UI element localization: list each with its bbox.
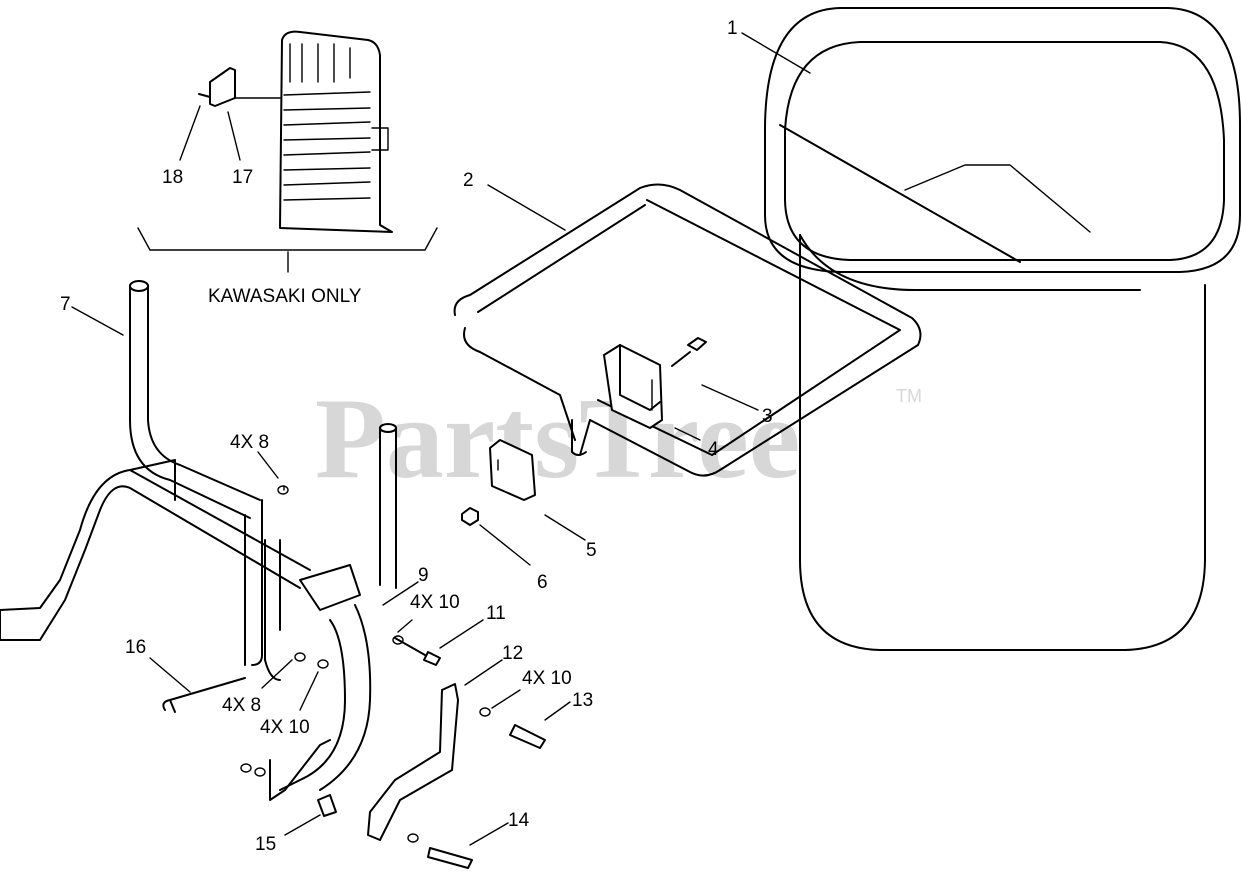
inset-kawasaki-guard (137, 30, 438, 273)
callout-11: 11 (486, 603, 506, 624)
watermark-trademark: TM (896, 386, 922, 406)
callout-8-bottom: 4X 8 (222, 695, 261, 716)
part-1-hopper (764, 7, 1241, 651)
part-6-nut (461, 507, 479, 526)
callout-4: 4 (708, 439, 719, 460)
callout-10-b: 4X 10 (522, 668, 572, 689)
callout-16: 16 (125, 637, 146, 658)
callout-labels: 1 2 3 4 5 6 7 4X 8 9 4X 10 11 12 4X 10 1… (60, 18, 773, 855)
callout-12: 12 (502, 643, 523, 664)
part-16-pin (162, 677, 246, 713)
part-3-bolt (671, 337, 707, 367)
inset-caption: KAWASAKI ONLY (208, 286, 362, 307)
callout-13: 13 (572, 690, 593, 711)
part-5-clamp (489, 439, 536, 501)
hardware-bolts (240, 485, 546, 869)
callout-7: 7 (60, 294, 71, 315)
callout-14: 14 (508, 810, 530, 831)
part-12-plate (367, 683, 459, 841)
part-2-frame (453, 183, 922, 477)
callout-6: 6 (537, 572, 548, 593)
callout-15: 15 (255, 834, 276, 855)
callout-9: 9 (418, 565, 429, 586)
callout-5: 5 (586, 540, 597, 561)
callout-1: 1 (727, 18, 738, 39)
mount-frame (0, 423, 397, 801)
callout-10-a: 4X 10 (410, 592, 460, 613)
callout-18: 18 (162, 167, 183, 188)
callout-3: 3 (762, 406, 773, 427)
callout-17: 17 (232, 167, 253, 188)
callout-8-top: 4X 8 (230, 432, 269, 453)
part-4-bracket (603, 344, 663, 429)
callout-2: 2 (463, 170, 474, 191)
leader-lines (71, 32, 811, 846)
part-7-arm (129, 280, 263, 666)
callout-10-c: 4X 10 (260, 717, 310, 738)
